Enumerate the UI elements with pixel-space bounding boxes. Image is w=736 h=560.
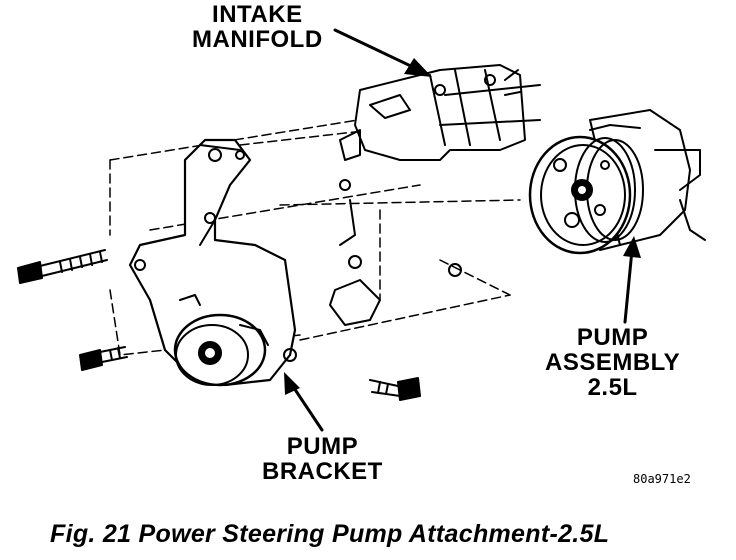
pump-bracket-label-line-2: BRACKET <box>262 458 383 485</box>
pump-assembly-label-line-2: ASSEMBLY <box>545 349 681 376</box>
figure-caption: Fig. 21 Power Steering Pump Attachment-2… <box>50 520 610 548</box>
pump-assembly-label-line-3: 2.5L <box>587 374 638 401</box>
idler-pulley <box>173 313 297 387</box>
pump-bracket <box>128 138 297 387</box>
pump-assembly <box>528 109 706 255</box>
figure-code: 80a971e2 <box>633 472 691 486</box>
pump-assembly-label-line-1: PUMP <box>576 324 649 351</box>
intake-manifold <box>354 64 541 161</box>
callout-arrows <box>290 28 634 432</box>
pump-assembly-label: PUMP ASSEMBLY 2.5L <box>545 325 680 400</box>
short-bolt-right <box>369 377 421 401</box>
short-bolt-left <box>79 346 128 371</box>
long-bolt <box>17 249 108 284</box>
outlet-fitting <box>329 129 462 326</box>
intake-label-line-1: INTAKE <box>212 1 303 28</box>
pump-bracket-label: PUMP BRACKET <box>262 434 383 484</box>
intake-label-line-2: MANIFOLD <box>192 26 323 53</box>
intake-manifold-label: INTAKE MANIFOLD <box>192 2 323 52</box>
pump-bracket-label-line-1: PUMP <box>286 433 359 460</box>
